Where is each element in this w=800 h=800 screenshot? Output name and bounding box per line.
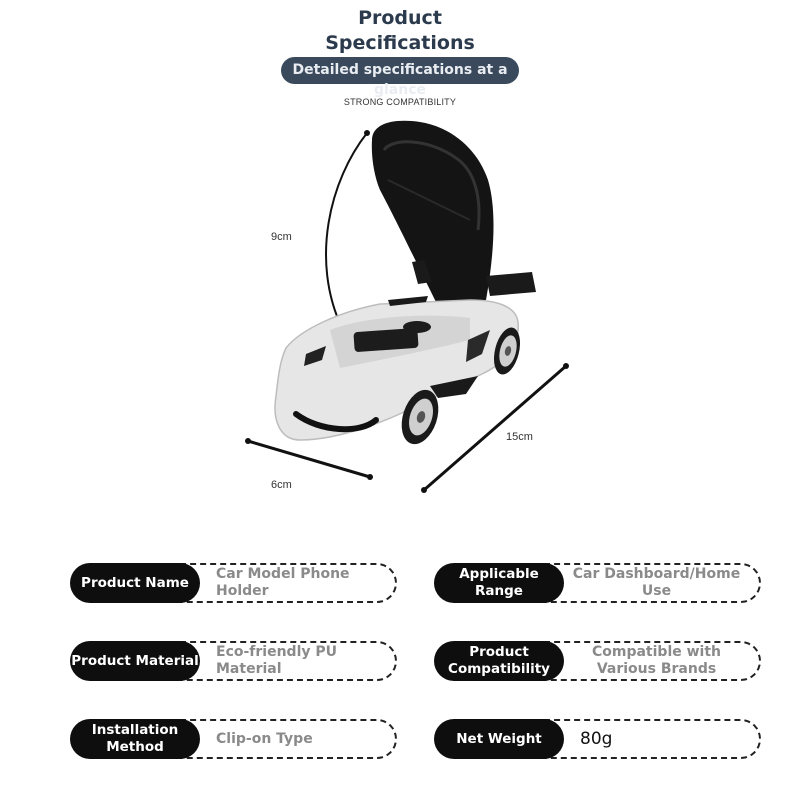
- spec-applicable-range: Applicable Range Car Dashboard/Home Use: [434, 563, 761, 603]
- width-dimension-label: 6cm: [271, 479, 292, 491]
- length-dimension-line: [423, 364, 567, 492]
- height-dimension-line: [325, 132, 368, 329]
- page-title: Product Specifications: [0, 6, 800, 56]
- subtitle-text: Detailed specifications at a glance: [292, 62, 508, 98]
- spec-frame: [130, 719, 397, 759]
- length-dimension-label: 15cm: [506, 431, 533, 443]
- subtitle-pill: Detailed specifications at a glance: [281, 57, 519, 98]
- spec-frame: [494, 641, 761, 681]
- spec-value: 80g: [580, 728, 613, 749]
- front-wheel: [401, 389, 439, 445]
- spec-product-compatibility: Product Compatibility Compatible with Va…: [434, 641, 761, 681]
- spec-label: Applicable Range: [434, 563, 564, 603]
- spec-label: Product Compatibility: [434, 641, 564, 681]
- spec-product-material: Product Material Eco-friendly PU Materia…: [70, 641, 397, 681]
- spec-installation-method: Installation Method Clip-on Type: [70, 719, 397, 759]
- spec-value: Car Dashboard/Home Use: [572, 566, 741, 599]
- spec-net-weight: Net Weight 80g: [434, 719, 761, 759]
- title-line-1: Product: [358, 7, 442, 29]
- tagline: STRONG COMPATIBILITY: [343, 97, 457, 107]
- spec-frame: [494, 719, 761, 759]
- rear-wheel: [493, 327, 521, 375]
- spec-value: Compatible with Various Brands: [591, 644, 722, 677]
- width-dimension-line: [247, 439, 371, 479]
- car-phone-holder-image: [245, 120, 569, 493]
- spec-label: Net Weight: [434, 719, 564, 759]
- spec-frame: [494, 563, 761, 603]
- spec-value: Eco-friendly PU Material: [216, 644, 337, 677]
- spec-frame: [130, 641, 397, 681]
- spec-label: Product Material: [70, 641, 200, 681]
- spec-frame: [130, 563, 397, 603]
- spec-value: Car Model Phone Holder: [216, 566, 350, 599]
- height-dimension-label: 9cm: [271, 231, 292, 243]
- holder-panel: [371, 120, 536, 310]
- car-body: [274, 296, 519, 441]
- title-line-2: Specifications: [325, 32, 475, 54]
- spec-label: Product Name: [70, 563, 200, 603]
- spec-value: Clip-on Type: [216, 730, 313, 747]
- spec-label: Installation Method: [70, 719, 200, 759]
- spec-product-name: Product Name Car Model Phone Holder: [70, 563, 397, 603]
